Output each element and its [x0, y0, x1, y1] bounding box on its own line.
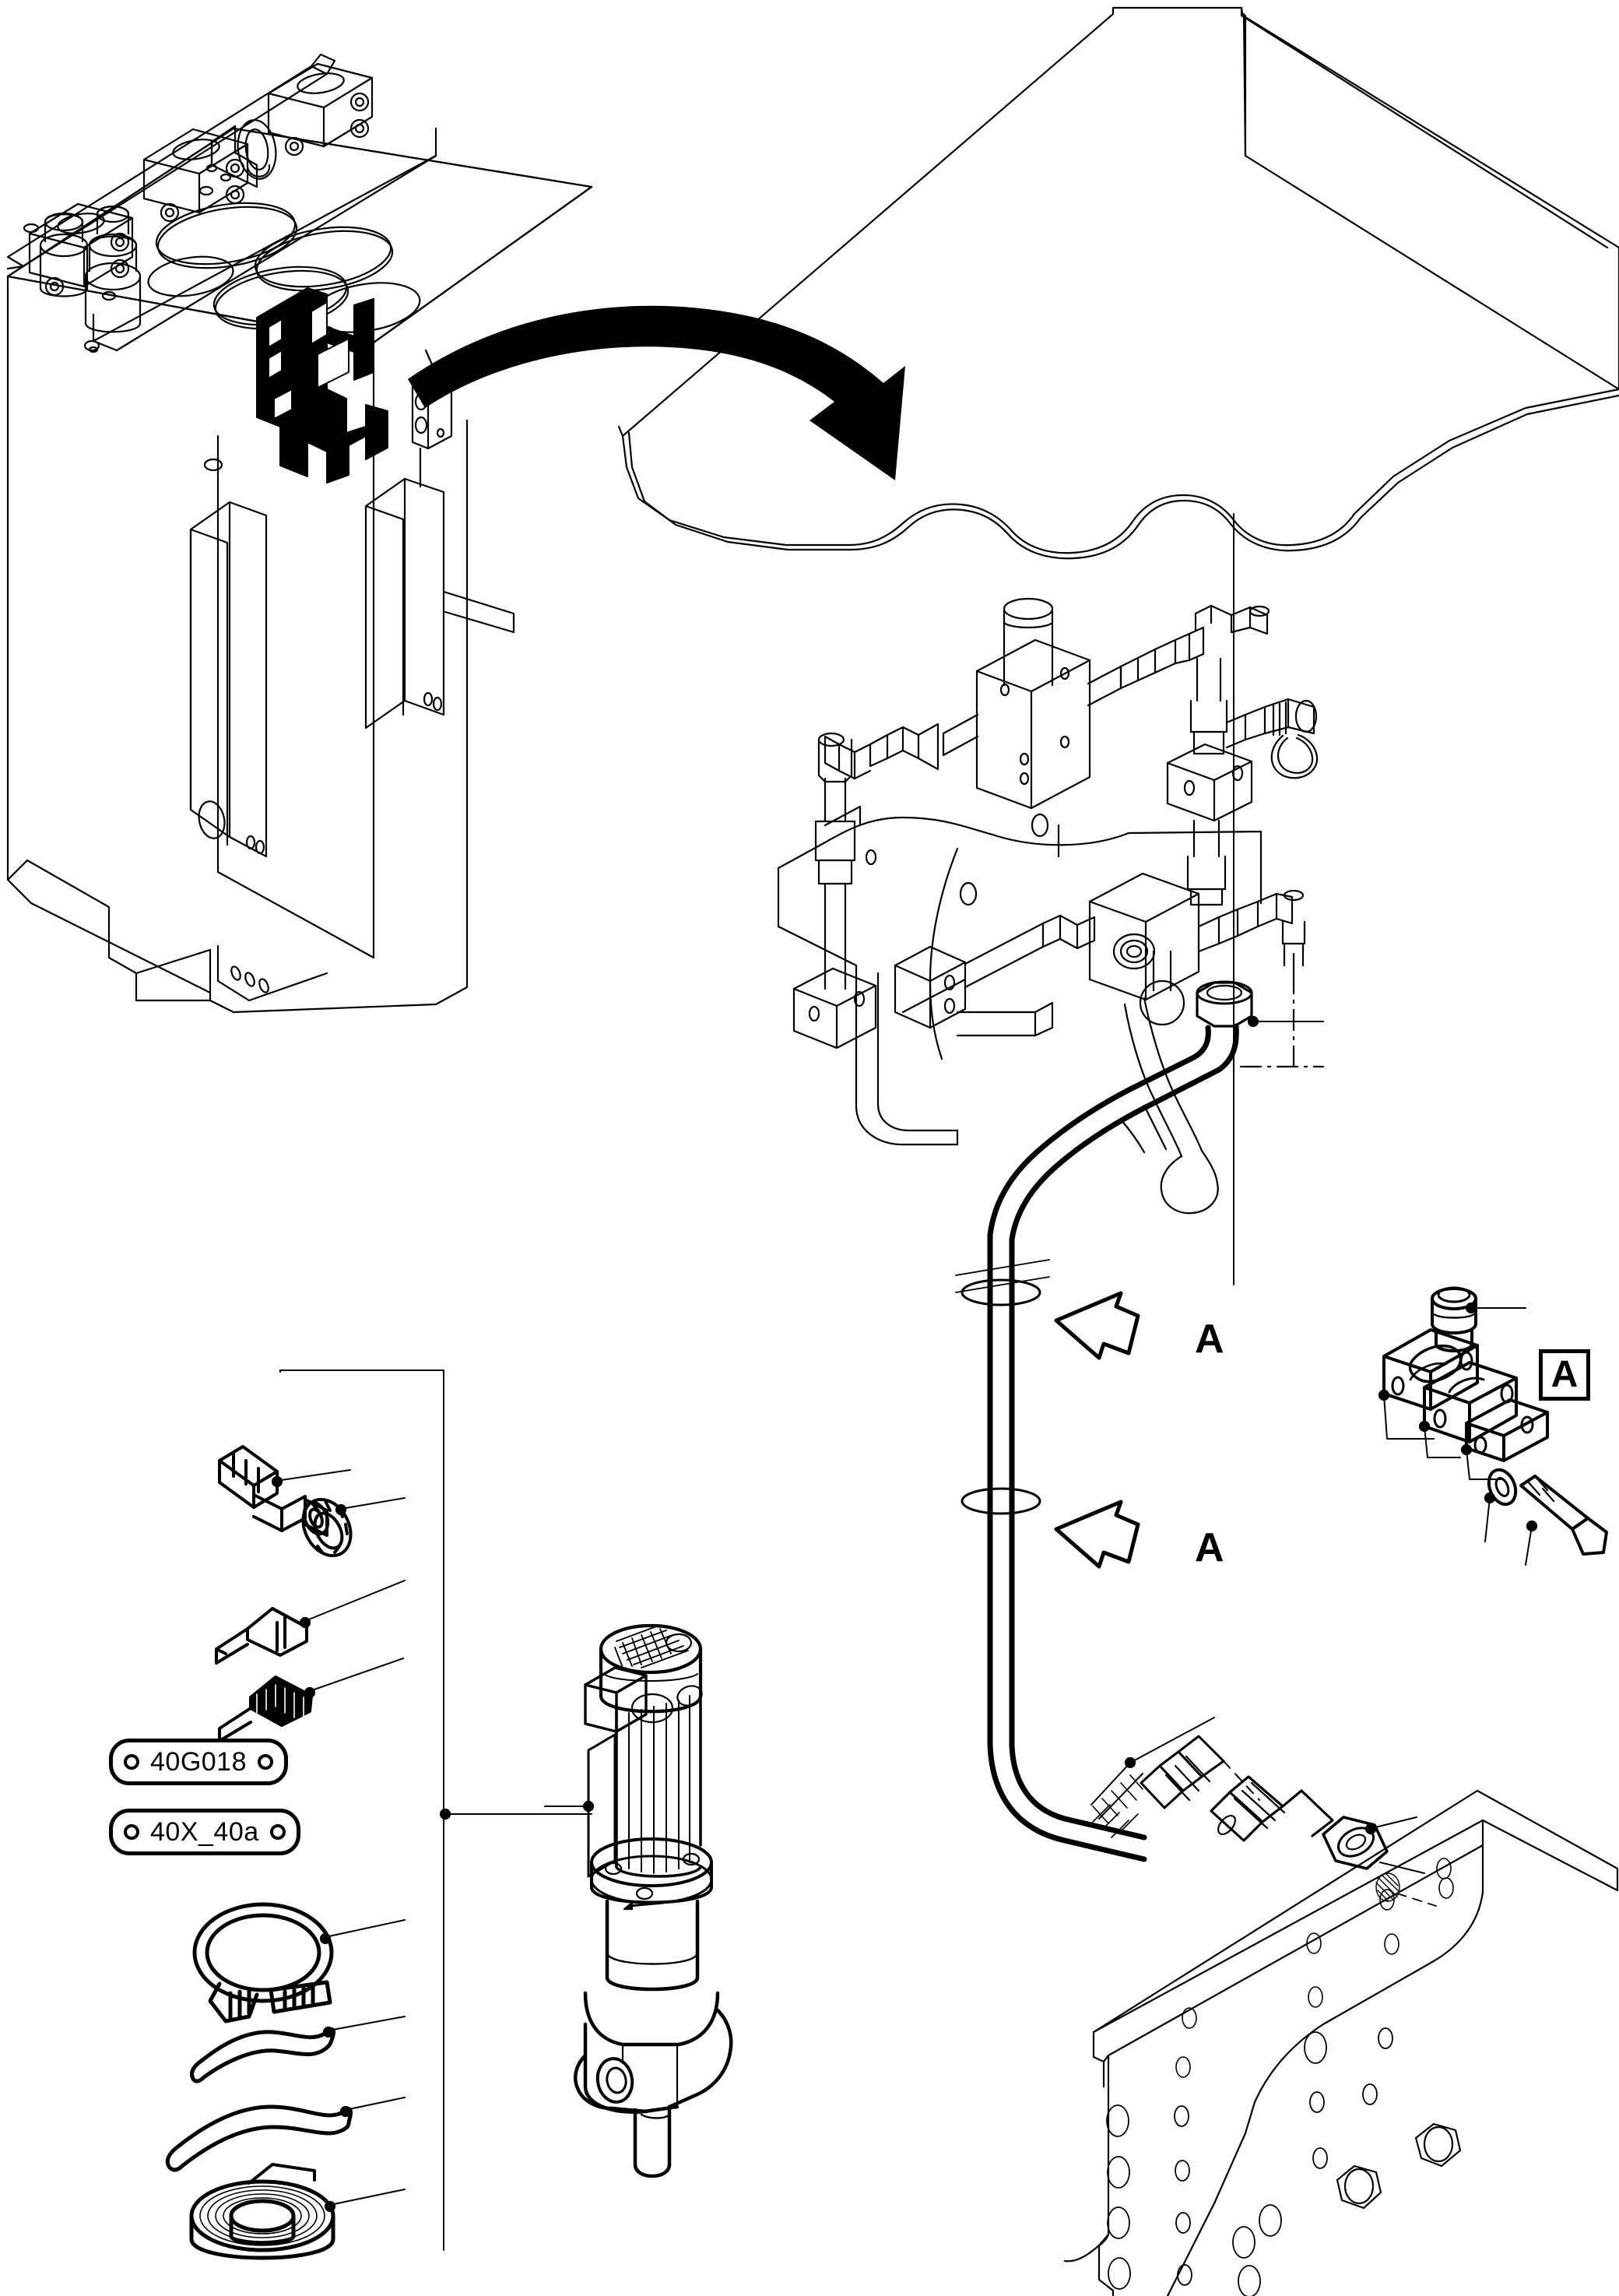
installation-direction-arrow: [408, 305, 905, 480]
part-tag-label: 40G018: [150, 1747, 247, 1777]
perforated-mounting-bracket: [1063, 1789, 1619, 2296]
section-mark-a-lower: A: [1195, 1525, 1224, 1570]
part-tag-40x-40a[interactable]: 40X_40a: [109, 1809, 300, 1855]
hydraulic-hose-routing: [955, 950, 1425, 1874]
part-tag-40g018[interactable]: 40G018: [109, 1739, 288, 1785]
part-tag-label: 40X_40a: [150, 1817, 259, 1847]
section-view-box-letter: A: [1551, 1354, 1579, 1395]
valve-manifold-assembly: [777, 597, 1325, 1215]
tag-hole-left: [124, 1754, 139, 1770]
machine-frame-cover-panel: [617, 6, 1619, 1285]
pipe-clamp-exploded-assembly: [1378, 1286, 1608, 1566]
tag-hole-right: [269, 1824, 286, 1840]
tag-hole-left: [124, 1824, 139, 1840]
tag-hole-right: [258, 1754, 273, 1770]
section-arrow-lower-glyph: [1054, 1500, 1140, 1569]
section-view-box-a: A: [1539, 1349, 1590, 1401]
hydraulic-tank-assembly: [6, 53, 593, 1014]
loose-parts-column: [165, 1369, 592, 2260]
section-arrow-upper-glyph: [1054, 1291, 1140, 1360]
section-mark-a-upper: A: [1195, 1317, 1224, 1362]
vertical-motor-pump-assembly: [544, 1623, 733, 2178]
